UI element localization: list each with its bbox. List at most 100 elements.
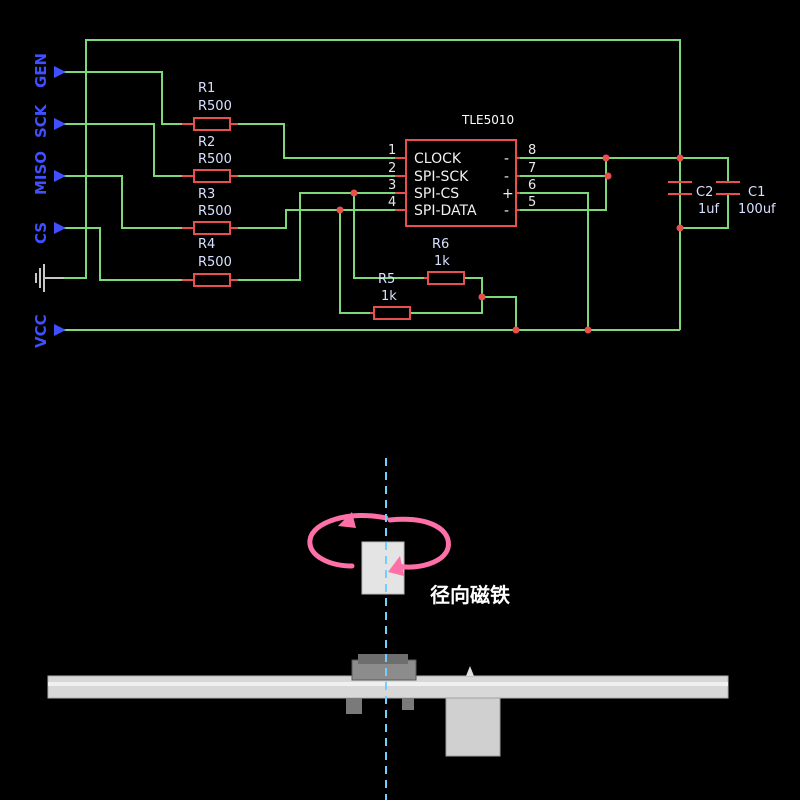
capacitor-c1: C1 100uf xyxy=(716,181,776,217)
resistor-ref: R4 xyxy=(198,237,215,252)
chip-body xyxy=(405,139,517,227)
board-component xyxy=(402,698,414,710)
resistor-r5: R5 1k xyxy=(370,272,411,320)
resistor-value: 1k xyxy=(381,289,397,304)
chip-pin-number: 2 xyxy=(388,161,396,176)
junction-dot xyxy=(584,326,592,334)
chip-pin-polarity: - xyxy=(504,151,509,167)
r5-left-wire xyxy=(339,210,370,314)
pcb-board-edge xyxy=(48,682,728,686)
port-arrow-icon xyxy=(54,222,66,234)
c1-bottom-wire xyxy=(680,194,729,229)
capacitor-value: 100uf xyxy=(738,202,776,217)
resistor-value: R500 xyxy=(198,152,232,167)
board-pin xyxy=(466,666,474,676)
ports: GEN SCK MISO CS VCC xyxy=(32,53,66,348)
junction-dot xyxy=(350,189,358,197)
sensor-chip-top xyxy=(358,654,408,664)
junction-dot xyxy=(676,154,684,162)
port-arrow-icon xyxy=(54,118,66,130)
resistor-value: 1k xyxy=(434,254,450,269)
miso-wire xyxy=(64,175,182,229)
junction-dot xyxy=(602,154,610,162)
resistor-ref: R1 xyxy=(198,81,215,96)
chip-pin-number: 3 xyxy=(388,178,396,193)
resistor-r1: R1 R500 xyxy=(182,81,238,131)
resistor-r6: R6 1k xyxy=(424,237,465,285)
magnet-caption: 径向磁铁 xyxy=(430,583,510,607)
junction-dot xyxy=(676,224,684,232)
ground-symbol xyxy=(35,264,64,292)
gen-port: GEN xyxy=(32,53,66,88)
rotation-arrowhead-icon xyxy=(388,556,404,576)
chip-name: TLE5010 xyxy=(461,113,514,127)
resistor-body xyxy=(193,169,231,183)
resistor-r3: R3 R500 xyxy=(182,187,238,235)
pin6-wire xyxy=(520,192,589,330)
sck-port: SCK xyxy=(32,103,66,138)
gen-port-label: GEN xyxy=(32,53,50,88)
ground-rail-wire xyxy=(64,39,681,330)
rotation-arrow-icon xyxy=(307,512,389,569)
c1-top-wire xyxy=(680,157,729,182)
sck-wire xyxy=(64,123,182,177)
capacitor-ref: C2 xyxy=(696,185,713,200)
vcc-port-label: VCC xyxy=(32,314,50,348)
junction-dot xyxy=(604,172,612,180)
chip-signal-name: SPI-CS xyxy=(414,186,459,202)
resistor-ref: R3 xyxy=(198,187,215,202)
resistor-ref: R2 xyxy=(198,135,215,150)
chip-signal-name: SPI-SCK xyxy=(414,169,469,185)
port-arrow-icon xyxy=(54,66,66,78)
port-arrow-icon xyxy=(54,324,66,336)
r6-left-wire xyxy=(353,193,424,279)
chip-pin-polarity: - xyxy=(504,203,509,219)
chip-pin-number: 7 xyxy=(528,161,536,176)
miso-port-label: MISO xyxy=(32,151,50,195)
resistor-body xyxy=(193,221,231,235)
junction-dot xyxy=(512,326,520,334)
chip-pin-number: 8 xyxy=(528,143,536,158)
chip-pin-number: 5 xyxy=(528,195,536,210)
board-component xyxy=(346,698,362,714)
cs-wire xyxy=(64,227,182,281)
chip-pin-polarity: + xyxy=(502,186,514,202)
magnet-illustration: 径向磁铁 xyxy=(47,458,729,800)
miso-port: MISO xyxy=(32,151,66,195)
junctions xyxy=(336,154,684,334)
resistor-r4: R4 R500 xyxy=(182,237,238,287)
resistor-body xyxy=(193,273,231,287)
resistor-body xyxy=(373,306,411,320)
r4-pin3-wire xyxy=(238,192,395,281)
resistor-r2: R2 R500 xyxy=(182,135,238,183)
cs-port-label: CS xyxy=(32,222,50,244)
r5-right-wire xyxy=(410,296,517,330)
resistor-body xyxy=(193,117,231,131)
resistor-ref: R6 xyxy=(432,237,449,252)
chip-pin-number: 1 xyxy=(388,143,396,158)
connector-header xyxy=(445,697,501,757)
junction-dot xyxy=(336,206,344,214)
chip-pin-number: 4 xyxy=(388,195,396,210)
resistor-body xyxy=(427,271,465,285)
port-arrow-icon xyxy=(54,170,66,182)
r1-pin1-wire xyxy=(238,123,395,159)
cs-port: CS xyxy=(32,222,66,244)
resistor-ref: R5 xyxy=(378,272,395,287)
chip-tle5010: TLE5010 1 2 3 4 8 7 6 5 CLOCK SPI-SCK SP… xyxy=(388,113,536,227)
vcc-port: VCC xyxy=(32,314,66,348)
capacitor-c2: C2 1uf xyxy=(668,181,720,217)
rotation-arrowhead-icon xyxy=(338,512,356,528)
r6-right-wire xyxy=(464,277,483,297)
capacitor-value: 1uf xyxy=(698,202,720,217)
junction-dot xyxy=(478,293,486,301)
capacitor-ref: C1 xyxy=(748,185,765,200)
gen-wire xyxy=(64,71,182,125)
resistor-value: R500 xyxy=(198,204,232,219)
chip-signal-name: CLOCK xyxy=(414,151,462,167)
r3-pin4-wire xyxy=(238,209,395,229)
chip-pin-number: 6 xyxy=(528,178,536,193)
sck-port-label: SCK xyxy=(32,103,50,138)
chip-signal-name: SPI-DATA xyxy=(414,203,477,219)
